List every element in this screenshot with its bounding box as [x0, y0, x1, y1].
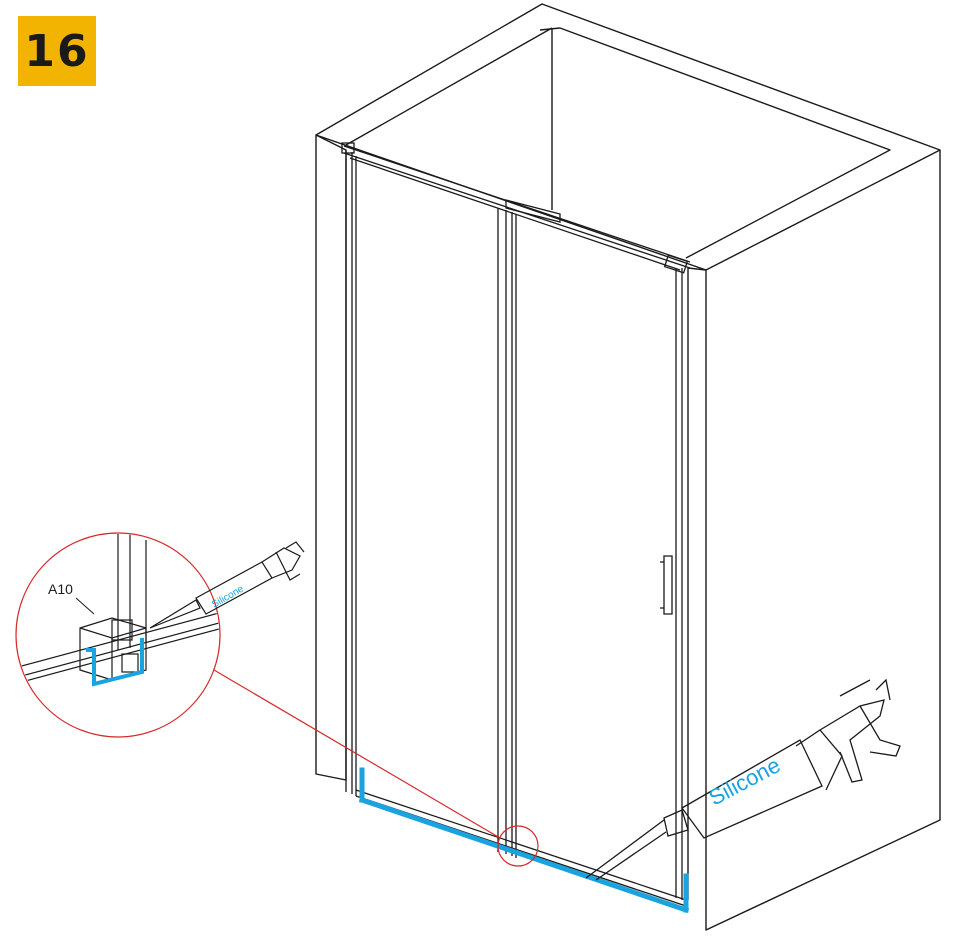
leader-line	[213, 669, 501, 839]
zoom-profile	[117, 534, 147, 650]
rail-bracket	[505, 199, 561, 223]
silicone-gun-icon	[149, 541, 305, 629]
large-gun-nozzle	[663, 809, 689, 837]
small-gun-nozzle	[149, 599, 201, 629]
tube-label-main: Silicone	[705, 752, 785, 810]
top-rail	[343, 145, 691, 271]
top-outline	[315, 3, 941, 931]
large-gun-tube	[681, 739, 823, 839]
rail-end-right	[663, 254, 689, 274]
detail-zoom-circle	[15, 532, 221, 738]
detail-marker	[15, 532, 539, 867]
inner-top-left	[345, 27, 553, 146]
part-label-a10: A10	[48, 581, 73, 597]
step-badge: 16	[18, 16, 96, 86]
silicone-gun-large	[585, 678, 901, 881]
large-gun-body	[819, 678, 901, 783]
step-number: 16	[24, 25, 90, 77]
large-gun-grip	[795, 729, 843, 791]
panel-divider	[497, 208, 517, 858]
zoom-clip	[121, 653, 139, 673]
part-leader	[75, 597, 95, 615]
right-wall-return	[687, 267, 707, 271]
rail-end-left	[341, 142, 355, 154]
zoom-part-a10	[111, 619, 133, 641]
large-gun-bead	[585, 819, 667, 881]
back-corner	[539, 27, 891, 259]
door-frame	[341, 142, 691, 907]
left-profile	[345, 150, 357, 796]
sealant-lines	[358, 767, 690, 914]
sliding-panel-edge	[675, 268, 683, 900]
zoom-sealant	[86, 638, 144, 687]
detail-small-circle	[497, 825, 539, 867]
bottom-rail	[355, 789, 687, 907]
small-gun-body	[261, 541, 305, 581]
sealant-bottom	[358, 796, 690, 914]
door-handle-icon	[660, 555, 673, 615]
enclosure-walls	[315, 3, 941, 931]
left-wall	[315, 134, 347, 781]
right-wall-edge	[705, 149, 941, 271]
zoom-detail: A10	[17, 534, 219, 687]
